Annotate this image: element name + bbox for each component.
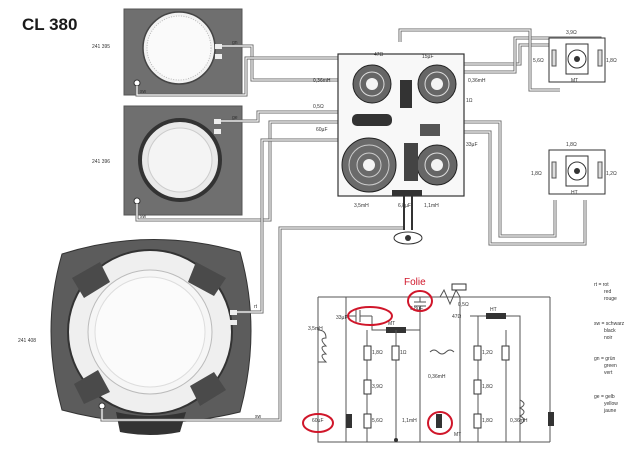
label-c3: 33µF — [466, 142, 478, 148]
mt-r1: 3,9Ω — [566, 30, 577, 36]
sch-l036b: 0,36mH — [510, 418, 528, 424]
mt-r2: 5,6Ω — [533, 58, 544, 64]
sch-r18a: 1,8Ω — [372, 350, 383, 356]
sch-c68: 6,8µF — [410, 306, 423, 312]
ht-r3: 1,2Ω — [606, 171, 617, 177]
sch-mt: MT — [388, 321, 395, 327]
wire-ge-1: ge — [232, 115, 238, 121]
sch-r18c: 1,8Ω — [482, 418, 493, 424]
sch-mt-label: MT — [454, 432, 461, 438]
legend-gn-2: green — [604, 363, 617, 369]
label-l4: 1,1mH — [424, 203, 439, 209]
red-markings — [302, 290, 453, 435]
legend-sw-2: black — [604, 328, 616, 334]
ht-label: HT — [571, 190, 578, 196]
mt-label: MT — [571, 78, 578, 84]
part-number-1: 241 395 — [92, 44, 110, 50]
sch-l036: 0,36mH — [428, 374, 446, 380]
sch-c60: 60µF — [312, 418, 324, 424]
ht-r1: 1,8Ω — [566, 142, 577, 148]
crossover-board — [337, 53, 465, 197]
legend-gn-3: vert — [604, 370, 613, 376]
tweeter-mt — [548, 37, 606, 83]
label-l3: 3,5mH — [354, 203, 369, 209]
sch-r1: 1Ω — [400, 350, 407, 356]
wire-rt-1: rt — [254, 304, 258, 310]
wire-sw-2: sw — [140, 214, 147, 220]
speaker-241-395 — [123, 8, 243, 96]
legend-sw-1: sw = schwarz — [594, 321, 625, 327]
sch-r05: 0,5Ω — [458, 302, 469, 308]
speaker-241-408 — [50, 239, 252, 435]
tweeter-ht — [548, 149, 606, 195]
sch-l35: 3,5mH — [308, 326, 323, 332]
legend-gn-1: gn = grün — [594, 356, 615, 362]
legend-ge-3: jaune — [603, 408, 616, 414]
label-l2: 0,36mH — [468, 78, 486, 84]
part-number-3: 241 408 — [18, 338, 36, 344]
sch-r47: 47Ω — [452, 314, 462, 320]
sch-c33: 33µF — [336, 315, 348, 321]
wire-gn-1: gn — [232, 40, 238, 46]
label-c2: 60µF — [316, 127, 328, 133]
legend: rt = rot red rouge sw = schwarz black no… — [594, 282, 625, 414]
part-number-2: 241 396 — [92, 159, 110, 165]
sch-r39: 3,9Ω — [372, 384, 383, 390]
label-r3: 1Ω — [466, 98, 473, 104]
speaker-241-396 — [123, 105, 243, 216]
diagram-title: CL 380 — [22, 15, 77, 34]
label-c1: 15µF — [422, 54, 434, 60]
label-r1: 0,5Ω — [313, 104, 324, 110]
sch-l11: 1,1mH — [402, 418, 417, 424]
wiring — [100, 28, 602, 422]
sch-r56: 5,6Ω — [372, 418, 383, 424]
legend-ge-1: ge = gelb — [594, 394, 615, 400]
legend-ge-2: yellow — [604, 401, 618, 407]
label-r2: 47Ω — [374, 52, 384, 58]
legend-rt-3: rouge — [604, 296, 617, 302]
mt-r3: 1,8Ω — [606, 58, 617, 64]
sch-ht: HT — [490, 307, 497, 313]
input-cable — [393, 196, 423, 245]
sch-r12: 1,2Ω — [482, 350, 493, 356]
legend-sw-3: noir — [604, 335, 613, 341]
wire-sw-1: sw — [140, 89, 147, 95]
legend-rt-2: red — [604, 289, 611, 295]
sch-r18b: 1,8Ω — [482, 384, 493, 390]
wire-sw-3: sw — [255, 414, 262, 420]
folie-annotation: Folie — [404, 277, 426, 288]
label-l1: 0,36mH — [313, 78, 331, 84]
ht-r2: 1,8Ω — [531, 171, 542, 177]
legend-rt-1: rt = rot — [594, 282, 609, 288]
schematic — [317, 283, 554, 443]
